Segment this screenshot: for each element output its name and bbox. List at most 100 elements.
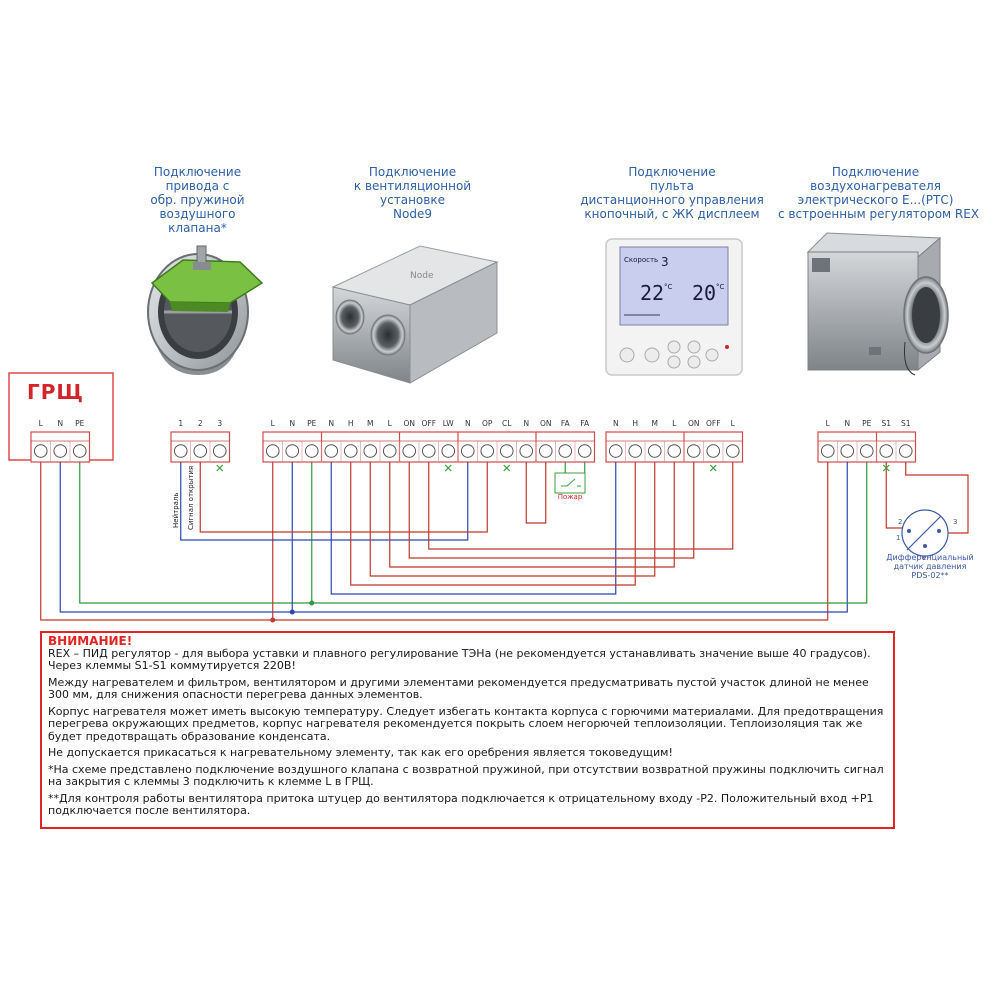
- warning-line: Корпус нагревателя может иметь высокую т…: [48, 704, 884, 743]
- node9-terminal-screw-icon: [285, 444, 300, 458]
- wire-junction: [270, 617, 276, 623]
- remote-panel-image: Скорость 3 22 °C 20 °C: [605, 238, 743, 376]
- wire: [389, 462, 675, 568]
- panel-speed-value: 3: [661, 255, 669, 269]
- node9-terminal-screw-icon: [499, 444, 514, 458]
- damper-terminal-label: 3: [217, 419, 222, 428]
- grsh-terminal-screw-icon: [33, 444, 48, 458]
- grsh-terminal-screw-icon: [72, 444, 87, 458]
- panel-terminal-screw-icon: [628, 444, 643, 458]
- node9-terminal-label: LW: [443, 419, 454, 428]
- node9-terminal-label: H: [348, 419, 354, 428]
- heater-terminal-label: S1: [901, 419, 911, 428]
- warning-line: *На схеме представлено подключение возду…: [48, 762, 884, 788]
- node9-terminal-screw-icon: [265, 444, 280, 458]
- fire-relay: Пожар: [554, 472, 586, 501]
- node9-terminal-label: L: [271, 419, 276, 428]
- node9-terminal-label: N: [465, 419, 471, 428]
- damper-caption: Подключение привода с обр. пружиной возд…: [150, 165, 245, 235]
- unused-terminal-cross-icon: [882, 464, 890, 472]
- wire: [905, 462, 969, 534]
- damper-terminal-screw-icon: [193, 444, 208, 458]
- damper-terminal-label: 1: [178, 419, 183, 428]
- sensor-label-2: датчик давления: [894, 562, 967, 571]
- panel-button: [644, 347, 660, 363]
- panel-terminal-label: H: [632, 419, 638, 428]
- panel-temp-right: 20: [692, 281, 716, 305]
- panel-caption: Подключение пульта дистанционного управл…: [580, 165, 764, 221]
- node9-terminal-label: CL: [502, 419, 512, 428]
- node9-terminal-label: M: [367, 419, 373, 428]
- panel-terminal-label: OFF: [706, 419, 721, 428]
- unused-terminal-cross-icon: [709, 464, 717, 472]
- wire-label-neutral: Нейтраль: [172, 492, 180, 528]
- panel-button: [667, 355, 681, 369]
- node9-terminal-screw-icon: [460, 444, 475, 458]
- sensor-label-3: PDS-02**: [911, 571, 948, 580]
- panel-terminal-label: ON: [688, 419, 700, 428]
- unused-terminal-cross-icon: [503, 464, 511, 472]
- panel-button: [687, 355, 701, 369]
- panel-unit-left: °C: [664, 283, 673, 291]
- heater-terminal-screw-icon: [898, 444, 913, 458]
- heater-terminal-label: N: [844, 419, 850, 428]
- heater-terminal-screw-icon: [859, 444, 874, 458]
- warning-line: Не допускается прикасаться к нагреватель…: [48, 746, 673, 759]
- sensor-pin-3: 3: [953, 518, 957, 526]
- wire: [885, 462, 908, 529]
- node9-terminal-label: FA: [561, 419, 571, 428]
- warning-title: ВНИМАНИЕ!: [48, 634, 133, 648]
- panel-button: [619, 347, 635, 363]
- node9-terminal-label: N: [328, 419, 334, 428]
- node9-terminal-screw-icon: [363, 444, 378, 458]
- wire: [525, 462, 547, 524]
- wire-label-open-signal: Сигнал открытия: [187, 466, 195, 530]
- heater-caption: Подключение воздухонагревателя электриче…: [778, 165, 980, 221]
- node-caption: Подключение к вентиляционной установке N…: [353, 165, 472, 221]
- panel-terminal-label: L: [672, 419, 677, 428]
- warning-line: Через клеммы S1-S1 коммутируется 220В!: [48, 659, 296, 672]
- grsh-title: ГРЩ: [27, 380, 84, 404]
- wire: [79, 462, 868, 604]
- node9-terminal-screw-icon: [441, 444, 456, 458]
- panel-unit-right: °C: [716, 283, 725, 291]
- pressure-sensor: 2 1 3 Дифференциальный датчик давления P…: [886, 509, 974, 580]
- node9-terminal-screw-icon: [304, 444, 319, 458]
- wire: [350, 462, 636, 586]
- panel-terminal-screw-icon: [725, 444, 740, 458]
- panel-temp-left: 22: [640, 281, 664, 305]
- heater-terminal-screw-icon: [879, 444, 894, 458]
- heater-terminal-label: S1: [881, 419, 891, 428]
- node9-terminal-label: OFF: [421, 419, 436, 428]
- node9-terminal-label: ON: [403, 419, 415, 428]
- wire-junction: [309, 600, 315, 606]
- node9-terminal-screw-icon: [480, 444, 495, 458]
- node9-terminal-screw-icon: [421, 444, 436, 458]
- panel-button: [687, 340, 701, 354]
- wire: [408, 462, 695, 559]
- heater-terminal-screw-icon: [840, 444, 855, 458]
- node9-terminal-screw-icon: [324, 444, 339, 458]
- sensor-pin-1: 1: [896, 534, 900, 542]
- panel-button: [667, 340, 681, 354]
- warning-box: ВНИМАНИЕ! REX – ПИД регулятор - для выбо…: [40, 631, 895, 829]
- wire: [180, 462, 469, 541]
- panel-terminal-screw-icon: [686, 444, 701, 458]
- node9-terminal-label: OP: [482, 419, 493, 428]
- node9-terminal-screw-icon: [577, 444, 592, 458]
- damper-terminal-screw-icon: [212, 444, 227, 458]
- panel-terminal-screw-icon: [667, 444, 682, 458]
- wire: [40, 462, 829, 621]
- heater-image: [806, 232, 949, 376]
- panel-speed-label: Скорость: [624, 256, 658, 264]
- node9-terminal-screw-icon: [519, 444, 534, 458]
- panel-terminal-label: M: [652, 419, 658, 428]
- grsh-terminal-label: L: [39, 419, 44, 428]
- heater-terminal-screw-icon: [820, 444, 835, 458]
- panel-terminal-label: L: [731, 419, 736, 428]
- node9-terminal-screw-icon: [343, 444, 358, 458]
- grsh-terminal-label: N: [57, 419, 63, 428]
- diagram-canvas: Node Скорость 3 22 °C 20 °C: [8, 232, 974, 623]
- panel-terminal-screw-icon: [608, 444, 623, 458]
